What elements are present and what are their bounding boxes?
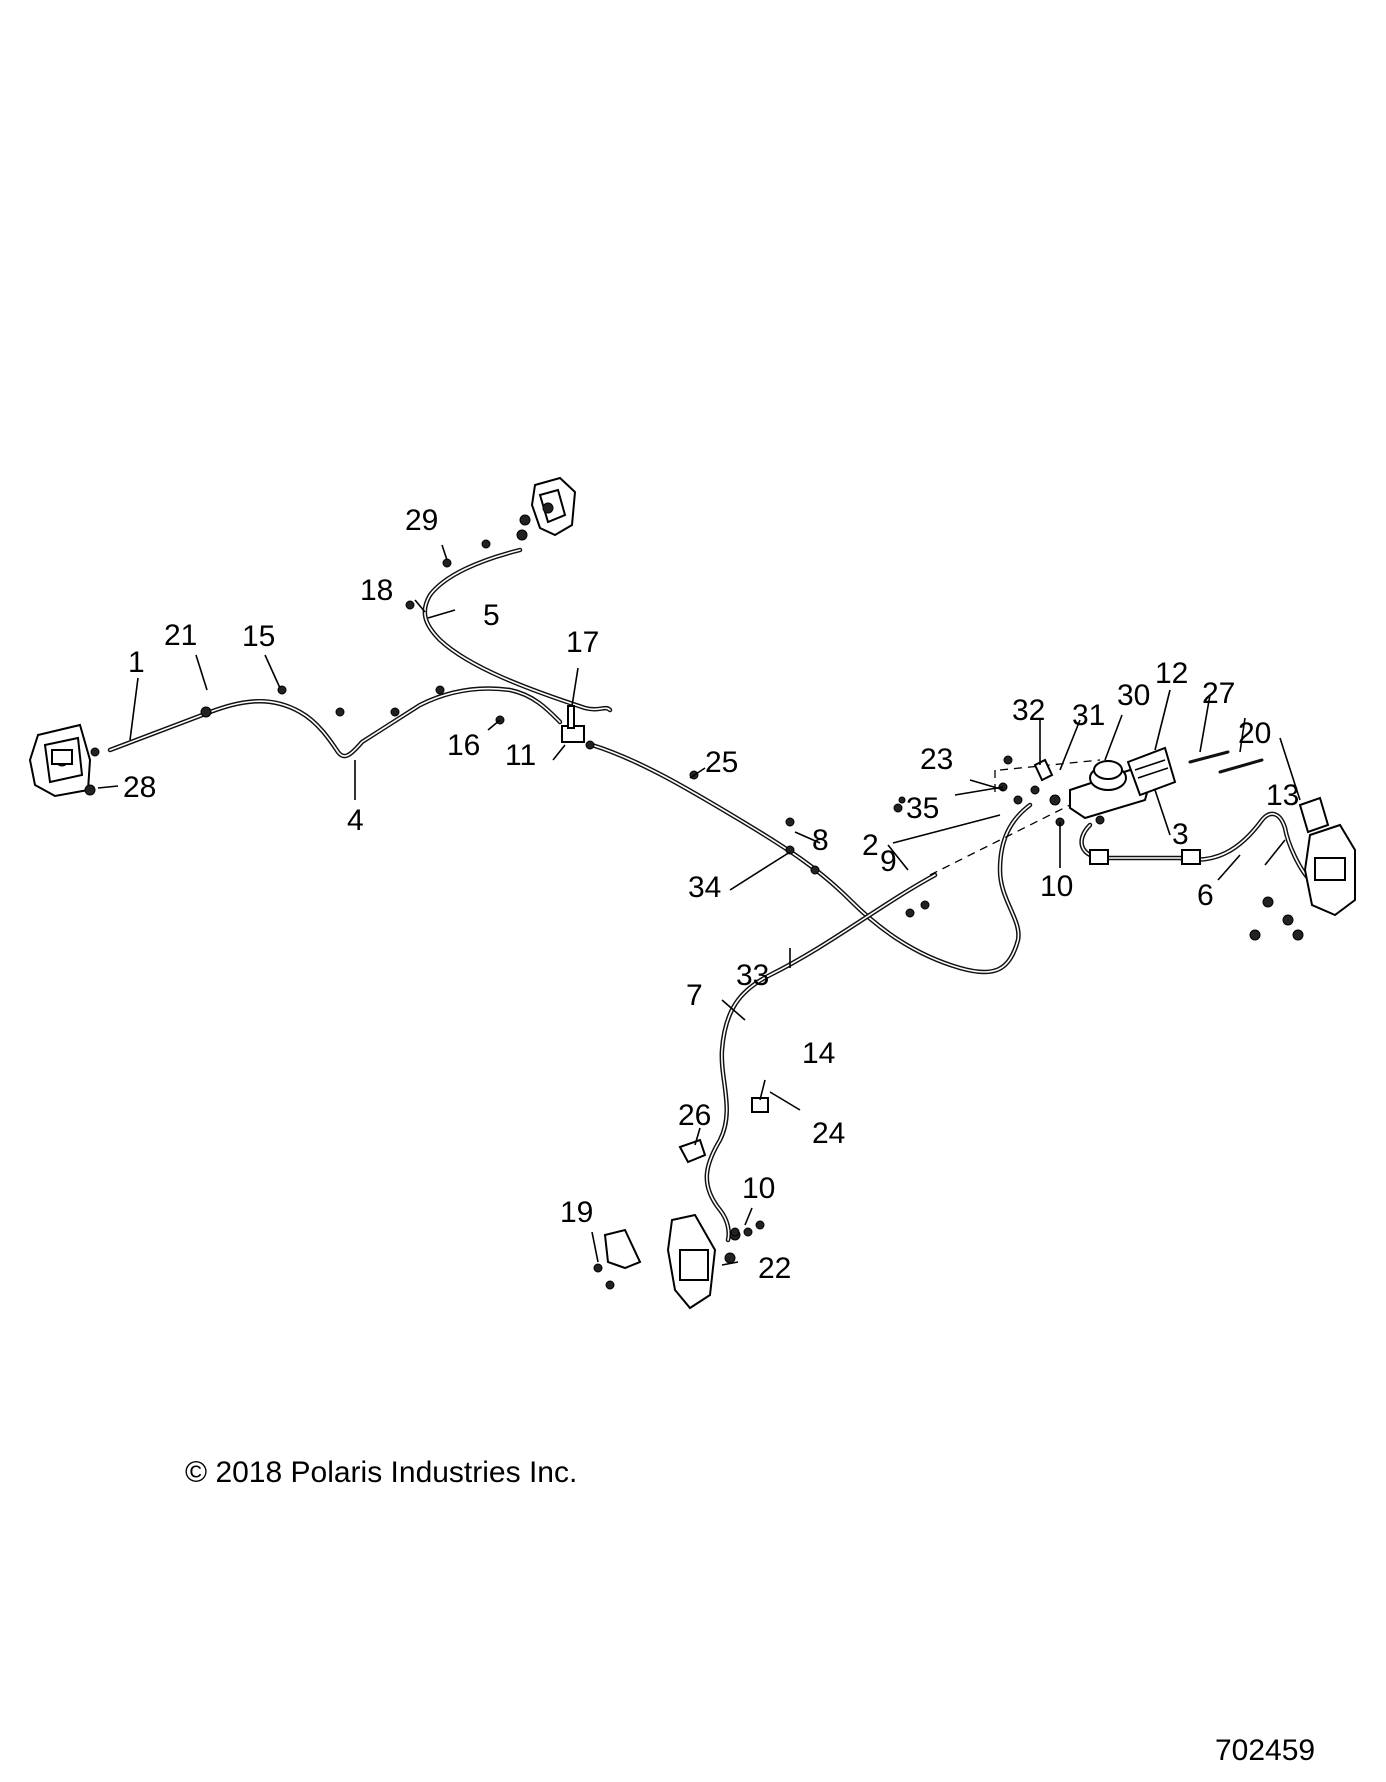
callout-4: 4 [347,804,364,837]
callout-10-rear: 10 [742,1172,775,1205]
callout-16: 16 [447,729,480,762]
callout-21: 21 [164,619,197,652]
callout-20: 20 [1238,717,1271,750]
rear-caliper [666,1213,741,1310]
callout-5: 5 [483,599,500,632]
brake-lines [107,547,1313,1243]
callout-29: 29 [405,504,438,537]
callout-22: 22 [758,1252,791,1285]
callout-12: 12 [1155,657,1188,690]
callout-18: 18 [360,574,393,607]
callout-25: 25 [705,746,738,779]
callout-10-center: 10 [1040,870,1073,903]
callout-34: 34 [688,871,721,904]
callout-2: 2 [862,829,879,862]
callout-labels: 1 2 3 4 5 6 7 8 9 10 10 11 12 13 14 15 1… [123,504,1299,1285]
left-front-caliper [28,723,100,798]
mounting-bracket [1126,746,1177,797]
callout-33: 33 [736,959,769,992]
callout-26: 26 [678,1099,711,1132]
callout-28: 28 [123,771,156,804]
junction-block [561,705,595,750]
callout-32: 32 [1012,694,1045,727]
assembly-guide-lines [929,759,1101,876]
drawing-number: 702459 [1215,1734,1316,1767]
right-front-caliper [1249,796,1356,941]
callout-19: 19 [560,1196,593,1229]
top-right-front-caliper [516,476,577,541]
callout-11: 11 [505,739,536,772]
callout-24: 24 [812,1117,845,1150]
callout-30: 30 [1117,679,1150,712]
bolts-27-20 [1188,750,1264,774]
callout-27: 27 [1202,677,1235,710]
callout-3: 3 [1172,818,1189,851]
callout-14: 14 [802,1037,835,1070]
copyright-notice: © 2018 Polaris Industries Inc. [185,1456,578,1489]
callout-17: 17 [566,626,599,659]
leader-lines [97,544,1301,1266]
callout-9: 9 [880,845,897,878]
callout-13: 13 [1266,779,1299,812]
callout-8: 8 [812,824,829,857]
callout-6: 6 [1197,879,1214,912]
callout-35: 35 [906,792,939,825]
callout-31: 31 [1072,699,1105,732]
callout-23: 23 [920,743,953,776]
callout-15: 15 [242,620,275,653]
callout-7: 7 [686,979,703,1012]
caliper-bracket [593,1228,642,1290]
callout-1: 1 [128,646,145,679]
